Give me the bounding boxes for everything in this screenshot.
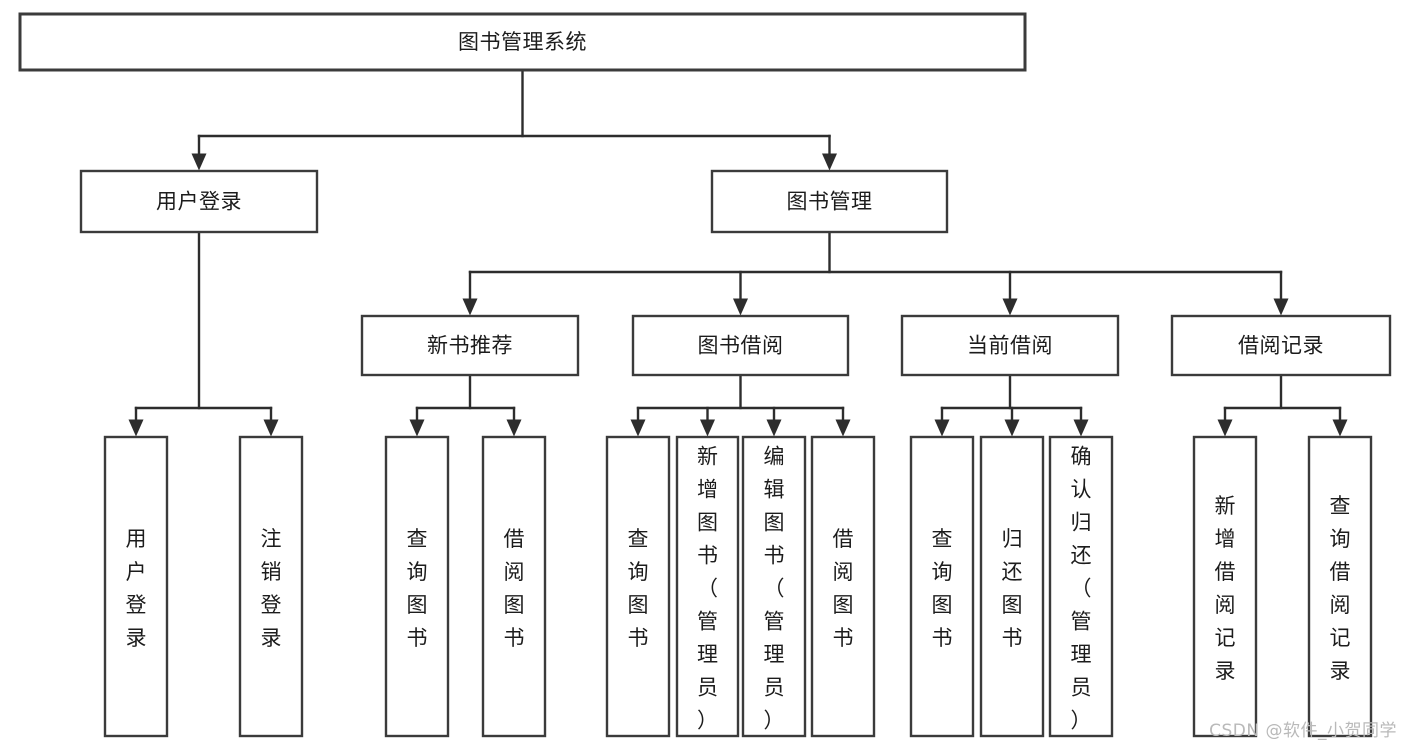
node-label: 借阅图书 <box>833 527 854 650</box>
arrowhead-icon <box>835 419 851 437</box>
node-label: 确认归还（管理员） <box>1071 445 1092 733</box>
node-label: 借阅记录 <box>1238 334 1324 358</box>
node-rect <box>1048 435 1114 738</box>
node-leaf-query-book-1[interactable]: 查询图书 <box>384 435 450 738</box>
arrowhead-icon <box>128 419 144 437</box>
node-rect <box>1307 435 1373 738</box>
node-leaf-user-logout[interactable]: 注销登录 <box>238 435 304 738</box>
arrowhead-icon <box>191 153 207 171</box>
node-root[interactable]: 图书管理系统 <box>18 12 1027 72</box>
node-leaf-confirm-return-admin[interactable]: 确认归还（管理员） <box>1048 435 1114 738</box>
node-rect <box>675 435 740 738</box>
node-rect <box>18 12 1027 72</box>
node-leaf-borrow-book-2[interactable]: 借阅图书 <box>810 435 876 738</box>
node-rect <box>238 435 304 738</box>
node-current-borrow[interactable]: 当前借阅 <box>900 314 1120 377</box>
node-label: 编辑图书（管理员） <box>764 445 785 733</box>
node-rect <box>909 435 975 738</box>
node-leaf-add-book-admin[interactable]: 新增图书（管理员） <box>675 435 740 738</box>
node-label: 查询图书 <box>407 527 428 650</box>
node-leaf-return-book[interactable]: 归还图书 <box>979 435 1045 738</box>
arrowhead-icon <box>1002 298 1018 316</box>
node-rect <box>360 314 580 377</box>
node-label: 用户登录 <box>126 527 147 650</box>
node-leaf-borrow-book-1[interactable]: 借阅图书 <box>481 435 547 738</box>
arrowhead-icon <box>462 298 478 316</box>
node-leaf-add-borrow-record[interactable]: 新增借阅记录 <box>1192 435 1258 738</box>
node-rect <box>741 435 807 738</box>
arrowhead-icon <box>506 419 522 437</box>
node-label: 查询借阅记录 <box>1330 494 1351 683</box>
arrowhead-icon <box>733 298 748 316</box>
arrowhead-icon <box>409 419 425 437</box>
node-label: 当前借阅 <box>967 334 1053 358</box>
node-label: 查询图书 <box>628 527 649 650</box>
node-rect <box>1192 435 1258 738</box>
node-label: 注销登录 <box>261 527 282 650</box>
node-rect <box>605 435 671 738</box>
node-leaf-edit-book-admin[interactable]: 编辑图书（管理员） <box>741 435 807 738</box>
node-rect <box>979 435 1045 738</box>
arrowhead-icon <box>766 419 782 437</box>
node-rect <box>1170 314 1392 377</box>
node-borrow-record[interactable]: 借阅记录 <box>1170 314 1392 377</box>
node-label: 新书推荐 <box>427 334 513 358</box>
node-label: 查询图书 <box>932 527 953 650</box>
arrowhead-icon <box>1332 419 1348 437</box>
node-rect <box>103 435 169 738</box>
node-leaf-query-book-2[interactable]: 查询图书 <box>605 435 671 738</box>
node-rect <box>900 314 1120 377</box>
node-layer: 图书管理系统用户登录图书管理新书推荐图书借阅当前借阅借阅记录用户登录注销登录查询… <box>18 12 1392 738</box>
arrowhead-icon <box>630 419 646 437</box>
node-label: 用户登录 <box>156 190 242 214</box>
node-user-login[interactable]: 用户登录 <box>79 169 319 234</box>
node-book-manage[interactable]: 图书管理 <box>710 169 949 234</box>
node-new-book-rec[interactable]: 新书推荐 <box>360 314 580 377</box>
arrowhead-icon <box>934 419 950 437</box>
arrowhead-icon <box>1273 298 1289 316</box>
arrowhead-icon <box>700 419 715 437</box>
edge-layer <box>128 68 1348 437</box>
node-label: 图书管理 <box>787 190 873 214</box>
arrowhead-icon <box>1073 419 1089 437</box>
node-book-borrow[interactable]: 图书借阅 <box>631 314 850 377</box>
node-rect <box>384 435 450 738</box>
node-label: 图书管理系统 <box>458 30 587 54</box>
node-rect <box>631 314 850 377</box>
csdn-watermark: CSDN @软件_小贺同学 <box>1209 721 1397 741</box>
arrowhead-icon <box>1217 419 1233 437</box>
arrowhead-icon <box>1004 419 1020 437</box>
arrowhead-icon <box>263 419 279 437</box>
node-label: 新增借阅记录 <box>1215 494 1236 683</box>
node-rect <box>810 435 876 738</box>
node-label: 借阅图书 <box>504 527 525 650</box>
node-leaf-user-login[interactable]: 用户登录 <box>103 435 169 738</box>
node-rect <box>79 169 319 234</box>
node-label: 新增图书（管理员） <box>697 445 718 733</box>
arrowhead-icon <box>822 153 837 171</box>
node-rect <box>710 169 949 234</box>
node-label: 图书借阅 <box>698 334 784 358</box>
node-leaf-query-borrow-record[interactable]: 查询借阅记录 <box>1307 435 1373 738</box>
node-label: 归还图书 <box>1002 527 1023 650</box>
node-leaf-query-book-3[interactable]: 查询图书 <box>909 435 975 738</box>
node-rect <box>481 435 547 738</box>
